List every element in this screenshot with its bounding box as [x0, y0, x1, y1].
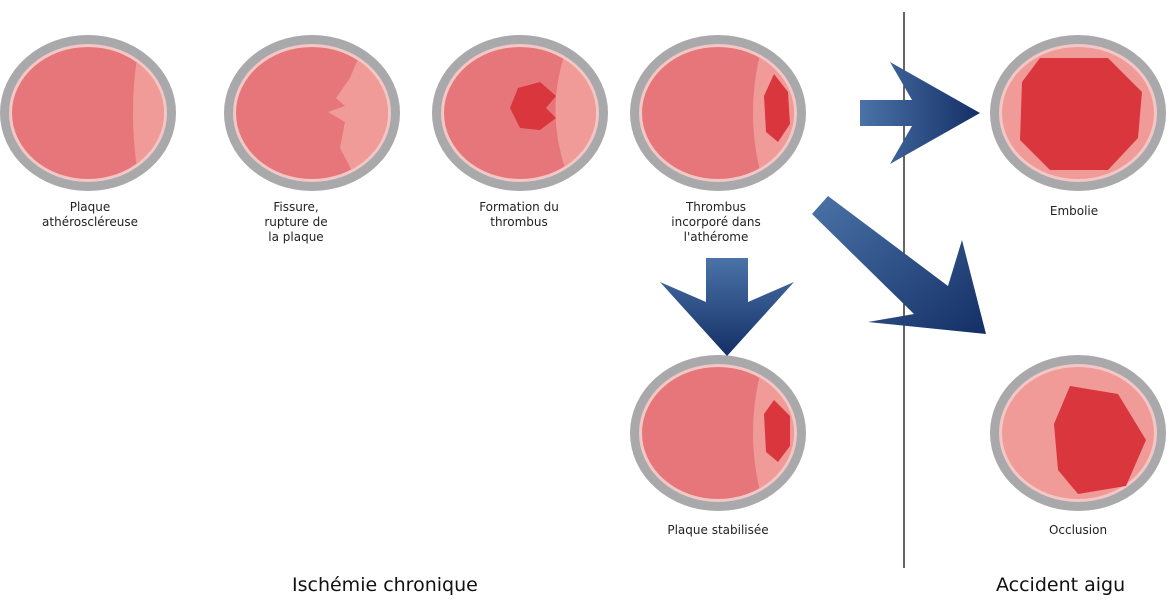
thrombus [1020, 58, 1142, 170]
vessel-thrombus-incorporated [630, 35, 806, 191]
caption-stabilisee: Plaque stabilisée [667, 523, 768, 538]
caption-line: thrombus [479, 215, 559, 230]
caption-line: Thrombus [671, 200, 760, 215]
caption-line: incorporé dans [671, 215, 760, 230]
caption-fissure: Fissure, rupture de la plaque [264, 200, 327, 245]
caption-line: rupture de [264, 215, 327, 230]
caption-line: Occlusion [1049, 523, 1107, 538]
vessel-fissure [224, 35, 400, 191]
caption-line: Embolie [1050, 204, 1098, 219]
caption-line: Formation du [479, 200, 559, 215]
vessel-formation [432, 35, 608, 191]
vessel-occlusion [990, 355, 1166, 511]
caption-line: l'athérome [671, 230, 760, 245]
vessel-plaque [0, 35, 176, 191]
caption-line: Fissure, [264, 200, 327, 215]
section-title-acute: Accident aigu [996, 574, 1125, 596]
caption-occlusion: Occlusion [1049, 523, 1107, 538]
vessel-embolie [990, 35, 1166, 191]
caption-embolie: Embolie [1050, 204, 1098, 219]
caption-formation: Formation du thrombus [479, 200, 559, 230]
vessel-stabilized [630, 355, 806, 511]
caption-line: athéroscléreuse [42, 215, 138, 230]
caption-thrombus: Thrombus incorporé dans l'athérome [671, 200, 760, 245]
caption-line: Plaque [42, 200, 138, 215]
arrow-to-embolie [860, 62, 980, 164]
caption-line: Plaque stabilisée [667, 523, 768, 538]
section-title-chronic: Ischémie chronique [292, 574, 478, 596]
arrow-to-occlusion [812, 196, 986, 334]
caption-plaque: Plaque athéroscléreuse [42, 200, 138, 230]
arrow-to-stabilized [660, 258, 794, 356]
caption-line: la plaque [264, 230, 327, 245]
